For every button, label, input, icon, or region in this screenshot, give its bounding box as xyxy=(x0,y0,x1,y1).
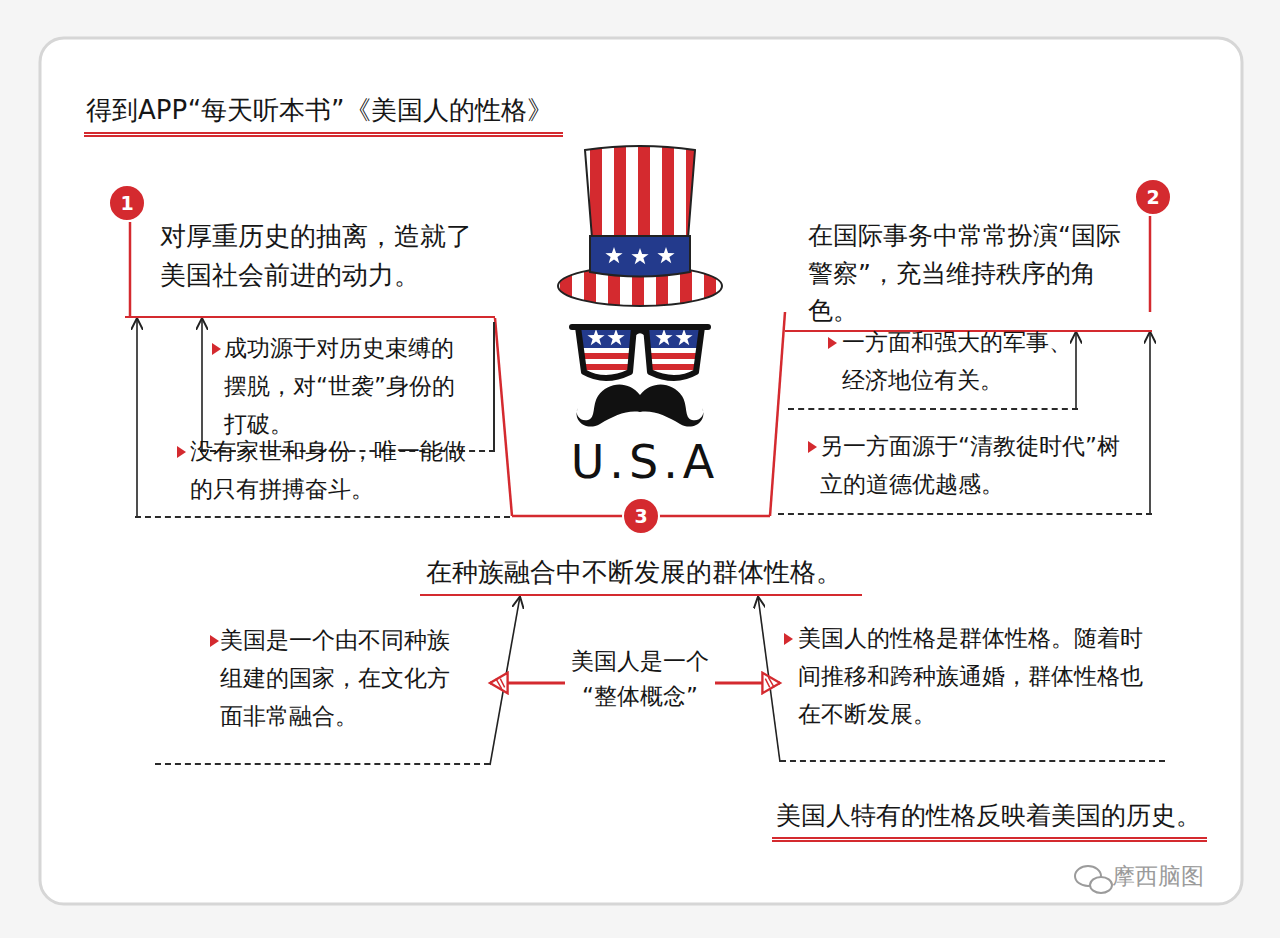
node-text: 另一方面源于“清教徒时代”树立的道德优越感。 xyxy=(820,428,1122,504)
sunglasses xyxy=(646,327,702,378)
node-text: 美国人的性格是群体性格。随着时间推移和跨种族通婚，群体性格也在不断发展。 xyxy=(798,620,1160,734)
country-label: U.S.A xyxy=(571,437,720,488)
uncle-sam-hat xyxy=(590,140,698,240)
connector-arrow xyxy=(136,318,138,518)
concept-note: 美国人是一个“整体概念” xyxy=(565,640,715,726)
bullet-marker xyxy=(177,446,186,458)
sunglasses xyxy=(570,353,710,359)
callout-circles xyxy=(1135,179,1171,215)
uncle-sam-hat xyxy=(560,260,572,310)
sunglasses xyxy=(572,324,708,330)
diagram-title: 得到APP“每天听本书”《美国人的性格》 xyxy=(84,94,563,137)
sunglasses xyxy=(587,329,604,345)
topic-heading: 对厚重历史的抽离，造就了美国社会前进的动力。 xyxy=(125,205,495,318)
bullet-marker xyxy=(212,343,221,355)
uncle-sam-hat xyxy=(657,247,674,263)
topic-heading: 在国际事务中常常扮演“国际警察”，充当维持秩序的角色。 xyxy=(785,205,1152,332)
topic-heading: 在种族融合中不断发展的群体性格。 xyxy=(420,550,862,596)
mustache xyxy=(577,385,704,427)
uncle-sam-hat xyxy=(631,248,648,264)
bullet-marker xyxy=(828,337,837,349)
sunglasses xyxy=(675,329,692,345)
sunglasses xyxy=(570,320,710,390)
node-text: 美国是一个由不同种族组建的国家，在文化方面非常融合。 xyxy=(220,622,465,736)
sunglasses xyxy=(634,330,646,333)
sub-point: 一方面和强大的军事、经济地位有关。 xyxy=(788,316,1078,410)
node-text: 在种族融合中不断发展的群体性格。 xyxy=(426,554,856,590)
uncle-sam-hat xyxy=(662,140,674,240)
callout-number: 3 xyxy=(634,506,647,527)
bracket-lines xyxy=(130,216,1150,516)
connector-arrow xyxy=(490,596,520,765)
bullet-marker xyxy=(210,635,219,647)
connector-arrow xyxy=(201,318,203,452)
sunglasses xyxy=(578,327,634,378)
callout-circles xyxy=(109,185,145,221)
node-text: 在国际事务中常常扮演“国际警察”，充当维持秩序的角色。 xyxy=(808,217,1142,330)
double-arrow xyxy=(715,682,780,685)
bracket-lines xyxy=(495,318,512,516)
uncle-sam-hat xyxy=(638,140,650,240)
uncle-sam-hat xyxy=(605,247,622,263)
uncle-sam-hat xyxy=(614,140,626,240)
wechat-icon xyxy=(1090,877,1112,893)
node-text: 一方面和强大的军事、经济地位有关。 xyxy=(842,324,1074,400)
node-text: 对厚重历史的抽离，造就了美国社会前进的动力。 xyxy=(160,217,487,295)
double-arrow xyxy=(490,682,565,685)
sunglasses xyxy=(655,329,672,345)
bracket-lines xyxy=(129,222,132,318)
bullet-marker xyxy=(784,633,793,645)
wechat-icon xyxy=(1075,866,1112,893)
sub-point: 另一方面源于“清教徒时代”树立的道德优越感。 xyxy=(778,418,1152,515)
sunglasses xyxy=(607,329,624,345)
conclusion-note: 美国人特有的性格反映着美国的历史。 xyxy=(772,800,1207,842)
connector-arrow xyxy=(1149,332,1151,516)
connector-arrow xyxy=(1075,332,1077,411)
sunglasses xyxy=(570,320,710,348)
node-text: 成功源于对历史束缚的摆脱，对“世袭”身份的打破。 xyxy=(224,330,473,444)
node-text: 美国人是一个“整体概念” xyxy=(568,644,712,713)
uncle-sam-hat xyxy=(585,146,695,238)
card-frame xyxy=(40,38,1242,904)
node-text: 没有家世和身份，唯一能做的只有拼搏奋斗。 xyxy=(190,433,485,509)
sub-point: 美国是一个由不同种族组建的国家，在文化方面非常融合。 xyxy=(155,612,490,765)
bracket-lines xyxy=(1149,216,1152,312)
sub-point: 没有家世和身份，唯一能做的只有拼搏奋斗。 xyxy=(135,425,510,518)
sub-point: 美国人的性格是群体性格。随着时间推移和跨种族通婚，群体性格也在不断发展。 xyxy=(780,610,1165,762)
uncle-sam-hat xyxy=(590,236,690,277)
callout-circles xyxy=(623,498,659,534)
uncle-sam-hat xyxy=(704,260,716,310)
sub-point: 成功源于对历史束缚的摆脱，对“世袭”身份的打破。 xyxy=(200,322,495,452)
uncle-sam-hat xyxy=(558,140,722,310)
sunglasses xyxy=(570,320,710,390)
watermark: 摩西脑图 xyxy=(1112,864,1204,889)
callout-number: 2 xyxy=(1146,187,1159,208)
sunglasses xyxy=(570,320,710,390)
bullet-marker xyxy=(808,441,817,453)
connector-arrow xyxy=(758,596,780,762)
callout-number: 1 xyxy=(120,193,133,214)
sunglasses xyxy=(570,364,710,370)
